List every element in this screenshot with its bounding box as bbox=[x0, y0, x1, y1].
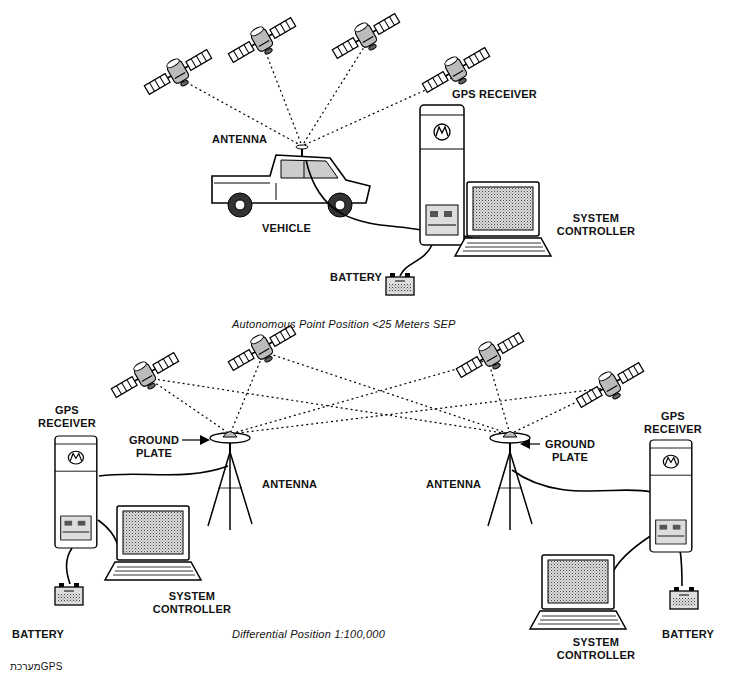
laptop bbox=[105, 506, 201, 580]
part-label: BATTERY bbox=[330, 271, 382, 284]
gps-receiver bbox=[55, 436, 97, 548]
satellite bbox=[224, 11, 300, 71]
gps-receiver bbox=[650, 440, 692, 552]
tripod-antenna bbox=[208, 432, 252, 531]
part-label: BATTERY bbox=[662, 628, 714, 641]
part-label: GROUND PLATE bbox=[542, 438, 598, 464]
pickup-truck bbox=[212, 145, 370, 217]
part-label: VEHICLE bbox=[262, 222, 311, 235]
part-label: SYSTEM CONTROLLER bbox=[556, 636, 636, 662]
note-text: מערכתGPS bbox=[10, 660, 63, 673]
signal-lines bbox=[182, 44, 452, 146]
laptop bbox=[530, 555, 626, 629]
laptop bbox=[455, 182, 551, 256]
part-label: GPS RECEIVER bbox=[34, 404, 100, 430]
part-label: ANTENNA bbox=[262, 478, 317, 491]
part-label: SYSTEM CONTROLLER bbox=[152, 590, 232, 616]
part-label: SYSTEM CONTROLLER bbox=[556, 212, 636, 238]
satellite bbox=[328, 7, 404, 67]
part-label: GPS RECEIVER bbox=[452, 88, 537, 101]
caption-text: Differential Position 1:100,000 bbox=[232, 628, 385, 641]
satellite bbox=[572, 356, 648, 416]
satellite bbox=[107, 346, 183, 406]
part-label: ANTENNA bbox=[426, 478, 481, 491]
part-label: BATTERY bbox=[12, 628, 64, 641]
leader-arrows bbox=[182, 435, 540, 449]
tripod-antenna bbox=[488, 432, 532, 531]
battery bbox=[55, 583, 83, 605]
satellite bbox=[452, 326, 528, 386]
part-label: GROUND PLATE bbox=[126, 434, 182, 460]
part-label: ANTENNA bbox=[212, 133, 267, 146]
battery bbox=[386, 273, 414, 295]
gps-receiver bbox=[420, 105, 464, 245]
satellite bbox=[140, 43, 216, 103]
battery bbox=[670, 587, 698, 609]
caption-text: Autonomous Point Position <25 Meters SEP bbox=[232, 318, 456, 331]
signal-lines bbox=[148, 352, 606, 434]
part-label: GPS RECEIVER bbox=[640, 410, 706, 436]
